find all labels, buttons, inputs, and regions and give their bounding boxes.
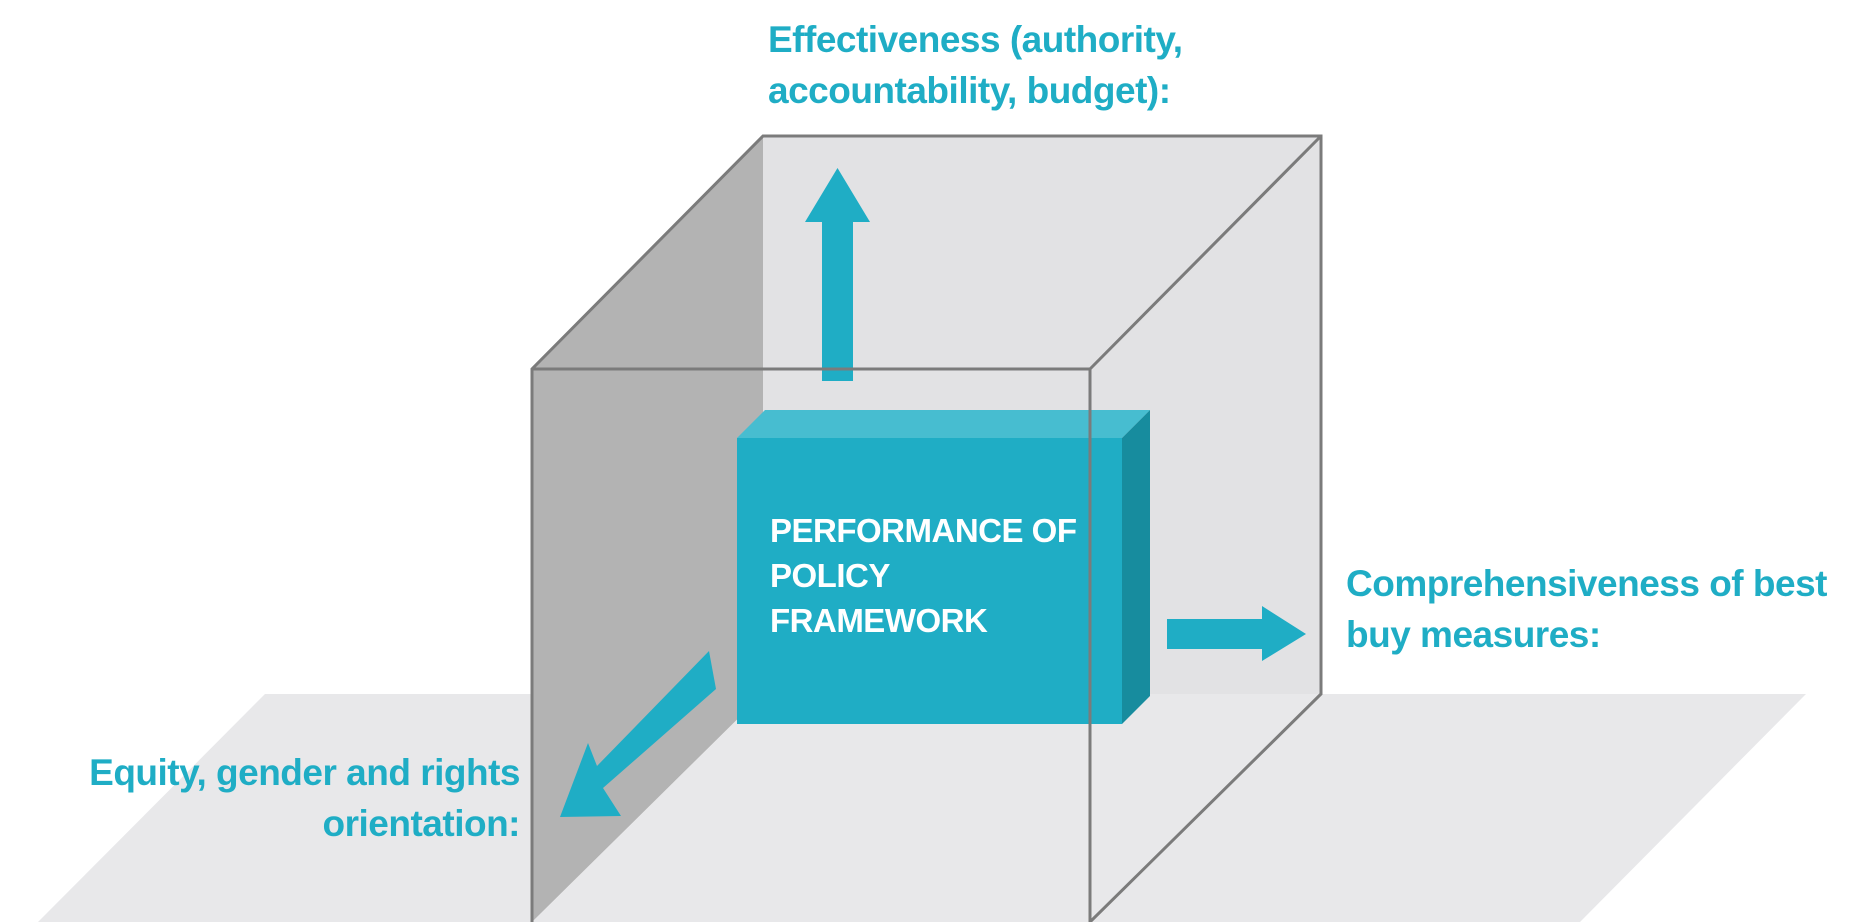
arrow-right-icon [1167,606,1306,661]
center-box-label: PERFORMANCE OF POLICY FRAMEWORK [770,508,1077,643]
equity-label: Equity, gender and rights orientation: [20,747,520,849]
effectiveness-label-line: accountability, budget): [768,70,1171,111]
cube-left-wall [532,136,763,922]
effectiveness-label: Effectiveness (authority, accountability… [768,14,1183,116]
arrow-down-left-icon [560,651,716,817]
center-box-front [737,438,1122,724]
equity-label-line: orientation: [322,803,521,844]
center-box-top [737,410,1150,438]
effectiveness-label-line: Effectiveness (authority, [768,19,1183,60]
center-box-line: PERFORMANCE OF [770,512,1077,549]
comprehensiveness-label: Comprehensiveness of best buy measures: [1346,558,1827,660]
center-box-side [1122,410,1150,724]
comprehensiveness-label-line: Comprehensiveness of best [1346,563,1827,604]
center-box-line: FRAMEWORK [770,602,988,639]
cube-front-bottom [532,694,1321,922]
comprehensiveness-label-line: buy measures: [1346,614,1601,655]
equity-label-line: Equity, gender and rights [89,752,520,793]
arrow-up-icon [805,168,870,381]
cube-edges [530,134,1323,922]
center-box-line: POLICY [770,557,890,594]
